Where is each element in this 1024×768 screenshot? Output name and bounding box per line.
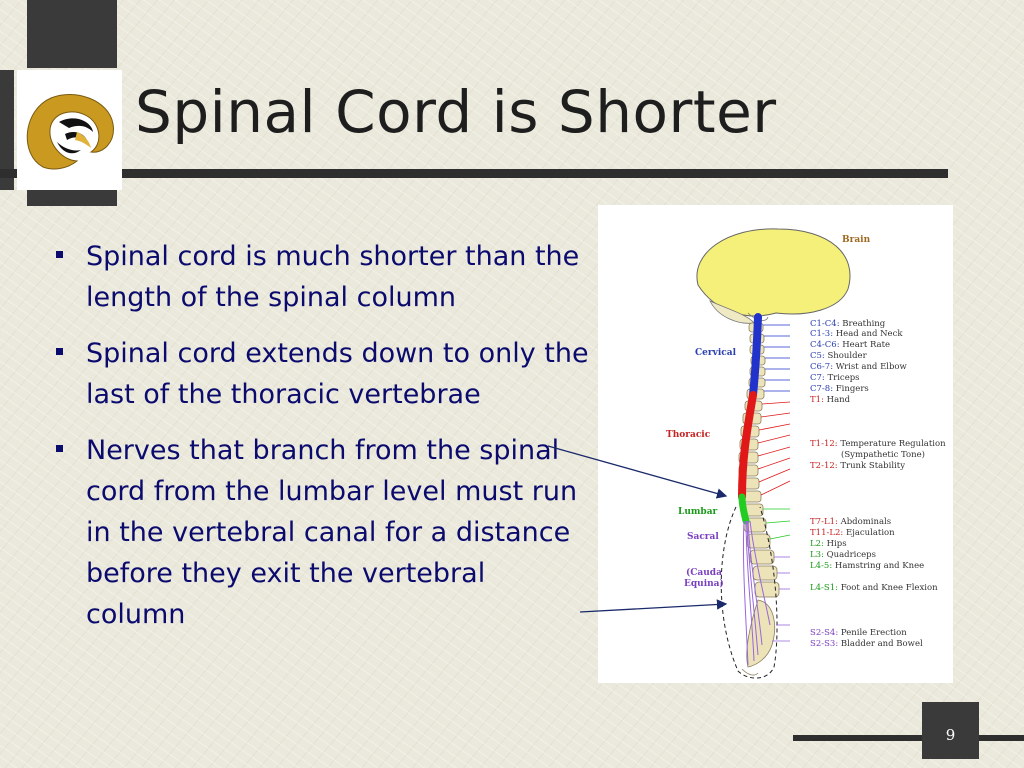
cervical-nerve-lines — [763, 324, 790, 392]
slide-title: Spinal Cord is Shorter — [135, 78, 777, 146]
bullet-list: Spinal cord is much shorter than the len… — [52, 236, 592, 650]
bullet-text: Spinal cord is much shorter than the len… — [86, 241, 580, 313]
function-row: T7-L1: Abdominals — [810, 517, 891, 527]
function-row: L4-5: Hamstring and Knee — [810, 561, 924, 571]
bullet-square-icon — [56, 445, 63, 452]
function-row: T1-12: Temperature Regulation — [810, 439, 946, 449]
function-row: C7-8: Fingers — [810, 384, 869, 394]
page-number: 9 — [945, 726, 956, 744]
function-row: L4-S1: Foot and Knee Flexion — [810, 583, 938, 593]
lumbar-nerve-lines — [763, 508, 791, 540]
arrow-to-cauda-equina — [579, 599, 728, 613]
bullet-item: Spinal cord is much shorter than the len… — [52, 236, 592, 318]
function-row: (Sympathetic Tone) — [841, 449, 925, 460]
bullet-text: Spinal cord extends down to only the las… — [86, 338, 589, 410]
corner-square-left — [0, 70, 14, 190]
bullet-square-icon — [56, 348, 63, 355]
function-row: L2: Hips — [810, 539, 847, 549]
function-row: T2-12: Trunk Stability — [810, 461, 905, 471]
function-row: C7: Triceps — [810, 373, 860, 383]
thoracic-nerve-lines — [757, 401, 791, 496]
function-row: S2-S3: Bladder and Bowel — [810, 639, 923, 649]
page-number-box — [922, 702, 979, 759]
function-row: T11-L2: Ejaculation — [810, 528, 895, 538]
function-row: C4-C6: Heart Rate — [810, 340, 890, 350]
cauda-equina-nerves — [742, 520, 771, 666]
bullet-text: Nerves that branch from the spinal cord … — [86, 435, 578, 630]
lumbar-cord — [738, 493, 750, 525]
function-row: S2-S4: Penile Erection — [810, 628, 907, 638]
title-underline — [0, 169, 948, 178]
sacral-nerve-lines — [772, 556, 790, 642]
corner-square-bottom — [27, 190, 117, 206]
logo-panel — [17, 70, 122, 190]
footer-rule-right — [979, 735, 1024, 741]
corner-square-top — [27, 0, 117, 68]
thoracic-label: Thoracic — [666, 430, 711, 440]
equina-label: Equina) — [684, 578, 724, 589]
function-row: C5: Shoulder — [810, 351, 868, 361]
lumbar-label: Lumbar — [678, 507, 718, 517]
function-row: C1-C4: Breathing — [810, 319, 886, 329]
bullet-item: Nerves that branch from the spinal cord … — [52, 430, 592, 635]
bullet-square-icon — [56, 251, 63, 258]
cervical-cord — [749, 313, 762, 399]
cauda-equina-outline — [720, 506, 778, 679]
function-row: T1: Hand — [810, 395, 851, 405]
sacral-label: Sacral — [687, 532, 719, 542]
arrow-to-thoracic-end — [547, 445, 728, 499]
pegasus-logo-icon — [26, 94, 114, 170]
brain-label: Brain — [842, 235, 871, 245]
function-row: L3: Quadriceps — [810, 550, 876, 560]
cauda-label: (Cauda — [686, 567, 722, 578]
cervical-label: Cervical — [695, 348, 737, 358]
function-list: C1-C4: Breathing C1-3: Head and Neck C4-… — [810, 319, 946, 649]
function-row: C6-7: Wrist and Elbow — [810, 362, 908, 372]
thoracic-cord — [738, 391, 757, 501]
spine-illustration: Brain Cervical Thoracic Lumbar Sacral (C… — [666, 228, 946, 679]
footer-rule-left — [793, 735, 923, 741]
spinal-diagram: Brain Cervical Thoracic Lumbar Sacral (C… — [598, 205, 953, 683]
function-row: C1-3: Head and Neck — [810, 329, 903, 339]
bullet-item: Spinal cord extends down to only the las… — [52, 333, 592, 415]
